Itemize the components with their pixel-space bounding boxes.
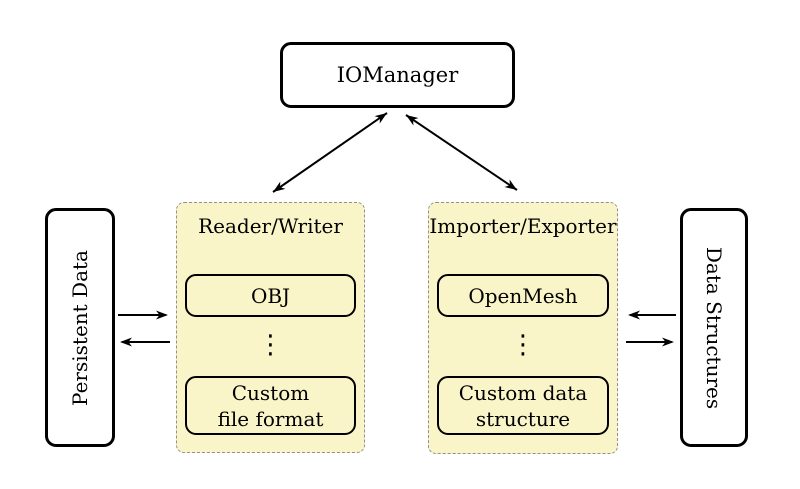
node-custom-data-structure-label: Custom data structure: [458, 380, 588, 431]
node-data-structures-label: Data Structures: [702, 246, 726, 409]
node-iomanager: IOManager: [280, 42, 515, 108]
vertical-ellipsis-left: ⋮: [257, 330, 284, 360]
group-importer-exporter: Importer/Exporter OpenMesh ⋮ Custom data…: [428, 202, 618, 454]
group-importer-exporter-title: Importer/Exporter: [429, 214, 617, 238]
node-custom-data-structure: Custom data structure: [437, 376, 609, 435]
node-openmesh-label: OpenMesh: [468, 283, 578, 308]
node-custom-file-format-label: Custom file format: [217, 380, 324, 431]
arrow-iomanager-readerwriter: [272, 112, 388, 193]
arrow-iomanager-importerexporter: [405, 114, 518, 191]
node-persistent-data: Persistent Data: [45, 208, 115, 447]
arrow-importerexporter-to-datastructures: [626, 337, 674, 347]
group-reader-writer-title: Reader/Writer: [198, 214, 343, 238]
node-data-structures: Data Structures: [680, 208, 748, 447]
node-iomanager-label: IOManager: [336, 63, 459, 87]
group-reader-writer: Reader/Writer OBJ ⋮ Custom file format: [176, 202, 365, 453]
arrow-persistentdata-to-readerwriter: [118, 310, 168, 320]
node-obj: OBJ: [185, 274, 356, 317]
node-openmesh: OpenMesh: [437, 274, 609, 317]
node-custom-file-format: Custom file format: [185, 376, 356, 435]
node-persistent-data-label: Persistent Data: [68, 249, 93, 406]
arrow-readerwriter-to-persistentdata: [120, 337, 170, 347]
node-obj-label: OBJ: [250, 283, 291, 308]
arrow-datastructures-to-importerexporter: [628, 310, 676, 320]
vertical-ellipsis-right: ⋮: [510, 330, 536, 360]
